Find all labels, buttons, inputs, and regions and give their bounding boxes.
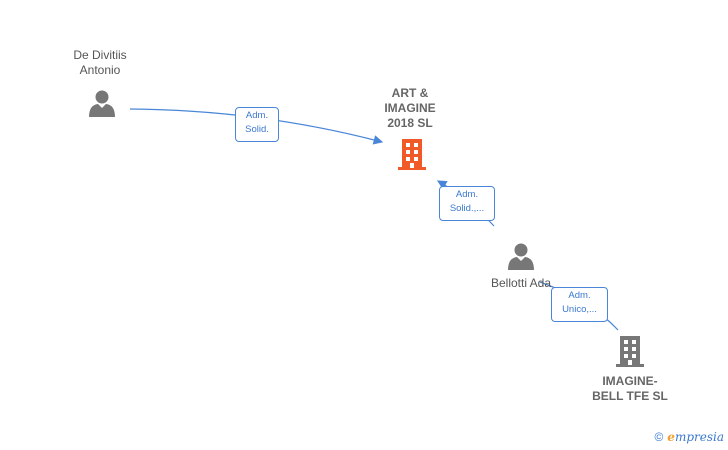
brand-name: mpresia bbox=[674, 430, 724, 444]
company-name-line2: BELL TFE SL bbox=[592, 389, 668, 403]
edge-label-bellotti-art-role[interactable]: Adm. Solid.,... bbox=[439, 186, 495, 221]
role-line2: Unico,... bbox=[562, 304, 597, 315]
company-label-imagine-bell[interactable]: IMAGINE- BELL TFE SL bbox=[582, 374, 678, 404]
role-line1: Adm. bbox=[455, 189, 479, 200]
building-icon[interactable] bbox=[396, 137, 428, 171]
role-line2: Solid.,... bbox=[449, 203, 485, 214]
person-name: Bellotti Ada bbox=[490, 276, 552, 290]
person-name-line1: De Divitiis bbox=[73, 48, 127, 62]
person-label-de-divitiis[interactable]: De Divitiis Antonio bbox=[55, 48, 145, 78]
building-icon[interactable] bbox=[614, 334, 646, 368]
company-label-art-imagine[interactable]: ART & IMAGINE 2018 SL bbox=[370, 86, 450, 131]
role-line1: Adm. bbox=[245, 110, 269, 121]
person-icon[interactable] bbox=[506, 241, 536, 271]
person-label-bellotti[interactable]: Bellotti Ada bbox=[478, 276, 564, 291]
edge-label-bellotti-imagine-role[interactable]: Adm. Unico,... bbox=[551, 287, 608, 322]
company-name-line1: IMAGINE- bbox=[602, 374, 658, 388]
company-name-line1: ART & bbox=[391, 86, 429, 100]
role-line1: Adm. bbox=[568, 290, 591, 301]
edge-label-de-divitiis-role[interactable]: Adm. Solid. bbox=[235, 107, 279, 142]
company-name-line3: 2018 SL bbox=[387, 116, 433, 130]
company-name-line2: IMAGINE bbox=[384, 101, 436, 115]
person-icon[interactable] bbox=[87, 88, 117, 118]
empresia-brand[interactable]: ©empresia bbox=[654, 430, 724, 444]
person-name-line2: Antonio bbox=[79, 63, 121, 77]
copyright-symbol: © bbox=[654, 430, 664, 444]
role-line2: Solid. bbox=[245, 124, 269, 135]
brand-initial: e bbox=[667, 430, 675, 444]
